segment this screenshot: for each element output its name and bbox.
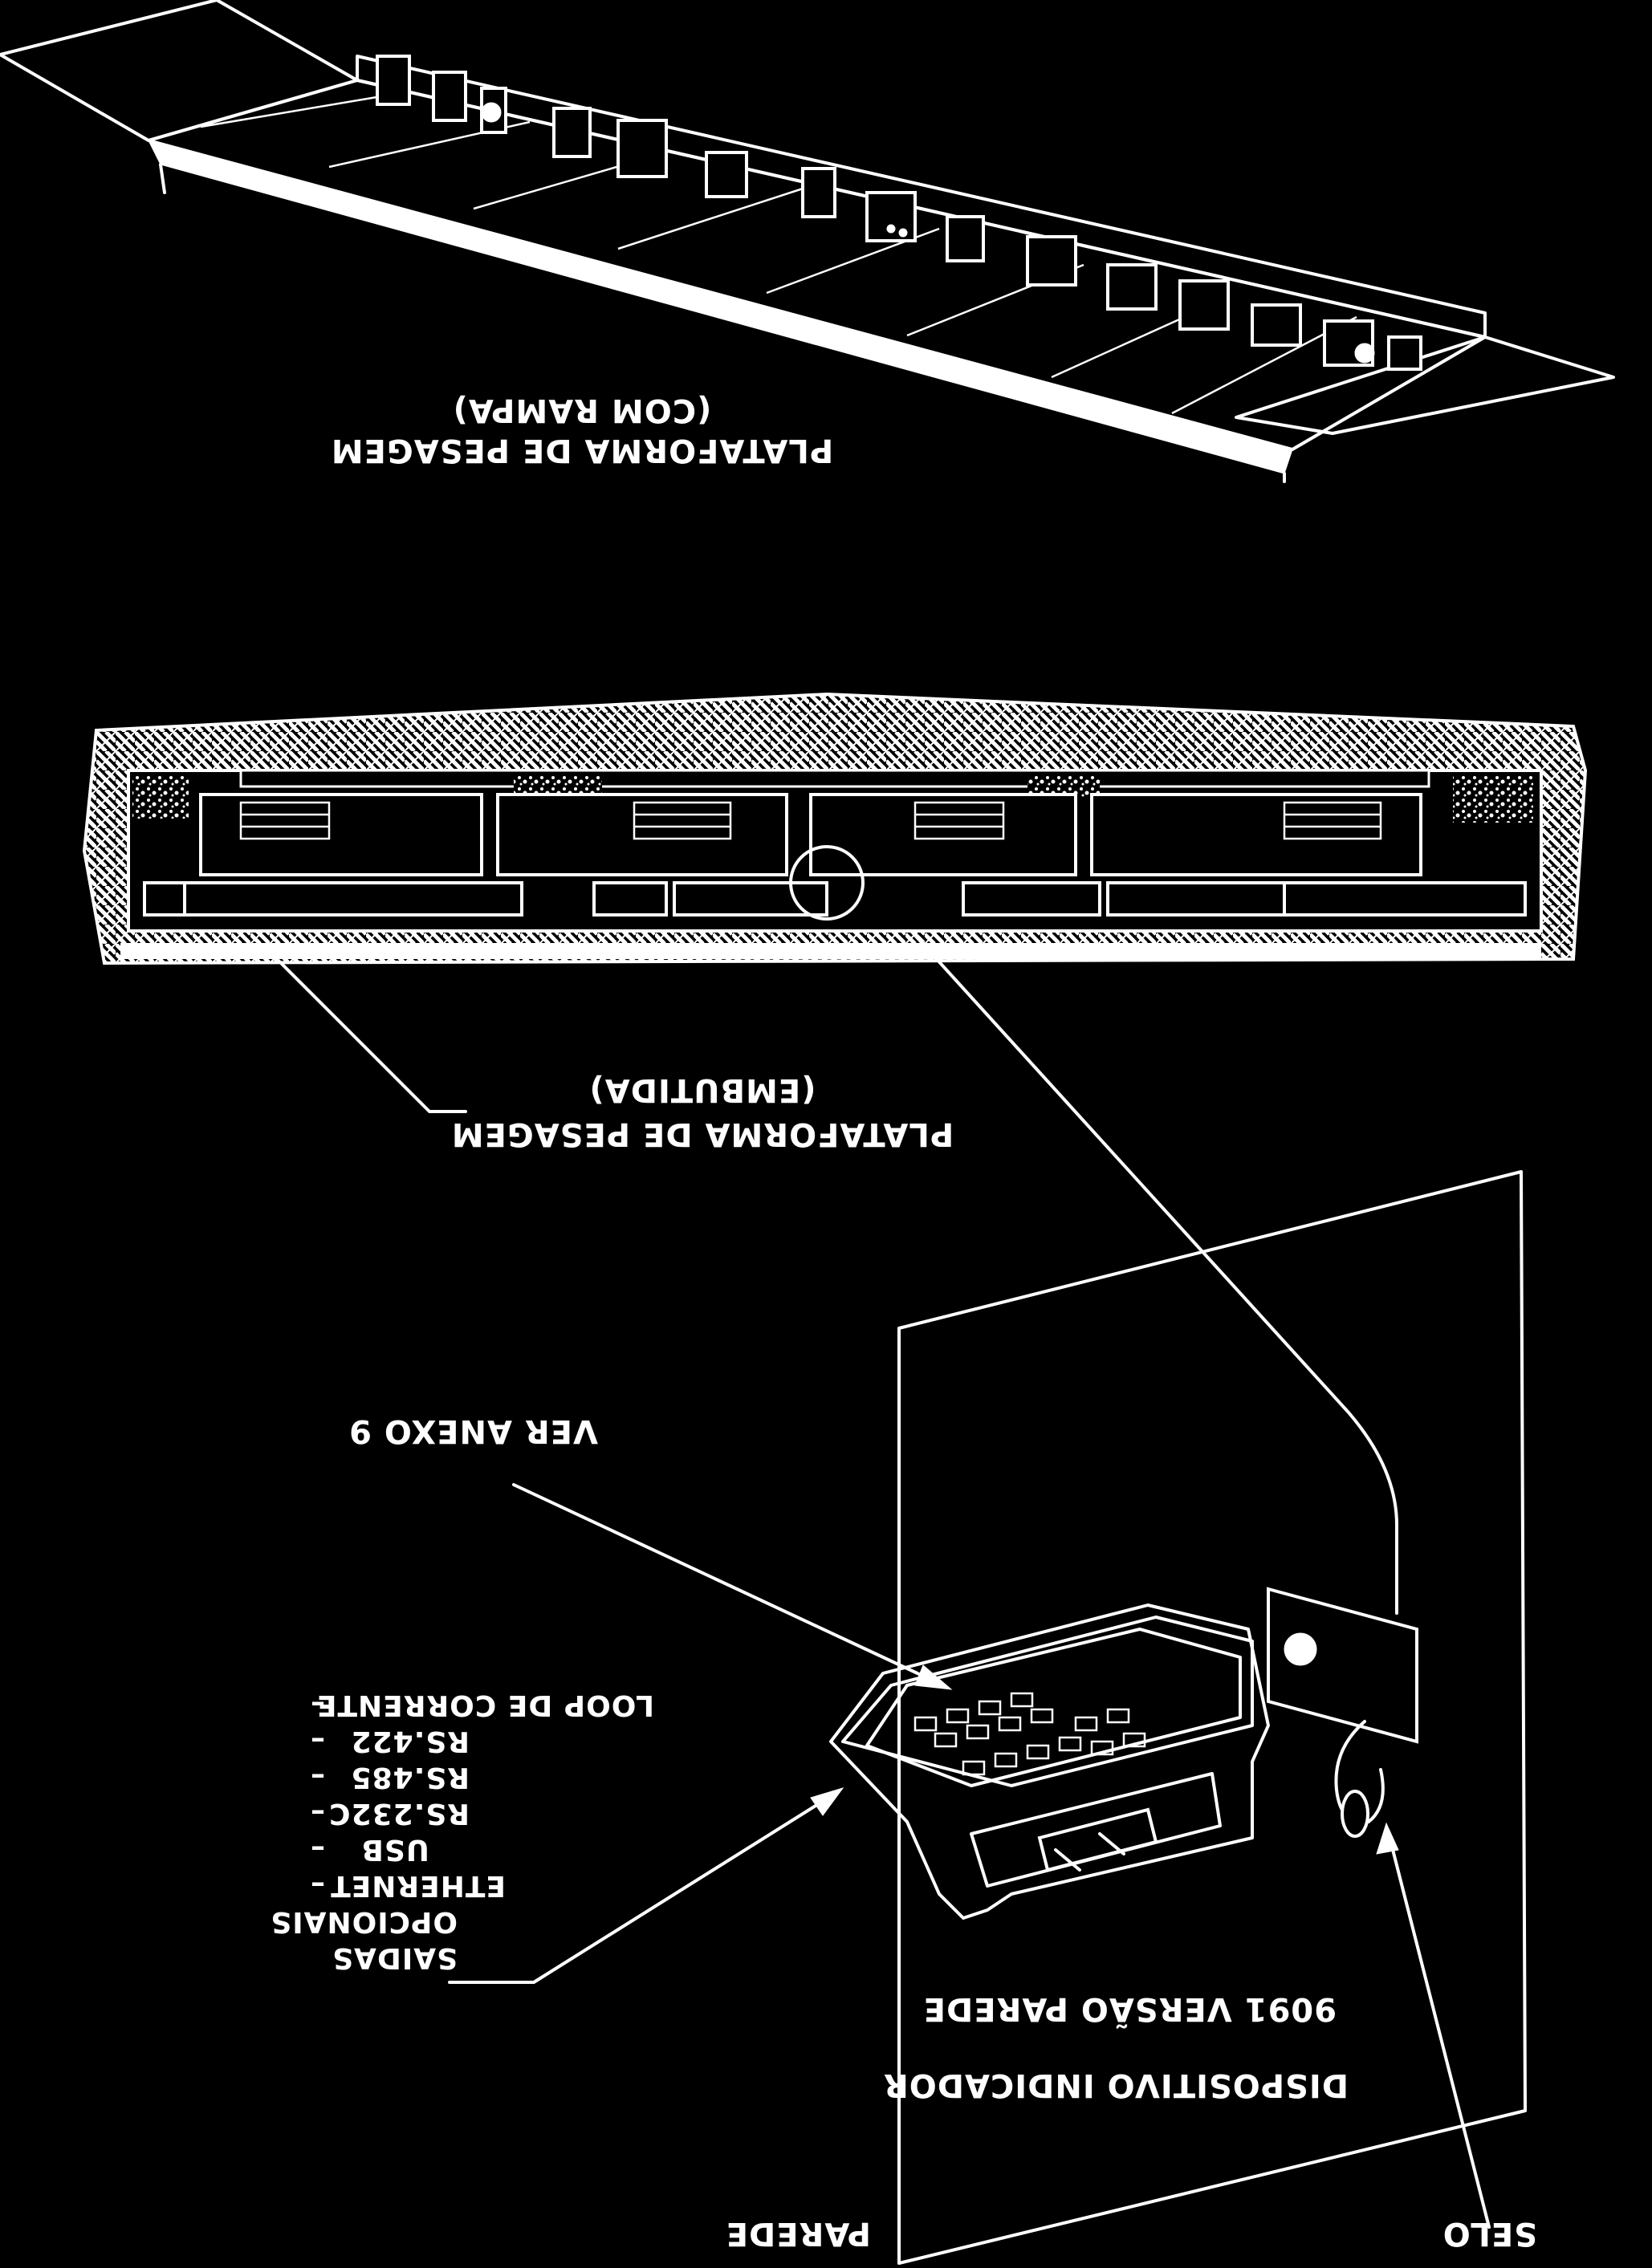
outputs-title-2: OPCIONAIS xyxy=(270,1905,458,1938)
output-item-3: RS.232C xyxy=(328,1797,470,1830)
optional-outputs-list: LOOP DE CORRENTE RS.422 RS.485 RS.232C U… xyxy=(270,1689,654,1974)
output-item-6: LOOP DE CORRENTE xyxy=(316,1689,654,1721)
device-label-line1: DISPOSITIVO INDICADOR xyxy=(883,2067,1349,2103)
output-item-1: ETHERNET xyxy=(330,1869,506,1902)
svg-text:–: – xyxy=(310,1833,325,1866)
svg-text:PAREDE: PAREDE xyxy=(726,2215,871,2252)
cable-line xyxy=(909,929,1398,1615)
indicator-device-label: 9091 VERSÃO PAREDE DISPOSITIVO INDICADOR xyxy=(883,1990,1349,2103)
ramp-label-line1: (COM RAMPA) xyxy=(453,392,712,429)
ramp-weighing-platform xyxy=(0,0,1615,483)
svg-text:–: – xyxy=(310,1797,325,1830)
svg-text:–: – xyxy=(310,1689,325,1721)
leader-lines xyxy=(448,1483,1491,2229)
outputs-title-1: SAIDAS xyxy=(332,1941,458,1974)
svg-text:–: – xyxy=(310,1725,325,1758)
output-item-4: RS.485 xyxy=(351,1761,470,1794)
svg-text:SELO: SELO xyxy=(1442,2215,1537,2252)
keypad-icon xyxy=(913,1692,1146,1776)
embedded-label-line1: (EMBUTIDA) xyxy=(589,1071,816,1108)
indicator-housing xyxy=(829,1603,1270,1920)
ramp-label-line2: PLATAFORMA DE PESAGEM xyxy=(331,432,833,469)
svg-text:–: – xyxy=(310,1761,325,1794)
svg-text:–: – xyxy=(310,1869,325,1902)
indicator-display xyxy=(970,1772,1222,1888)
wall-label: PAREDE xyxy=(726,2215,871,2252)
indicator-device xyxy=(829,1587,1418,1920)
embedded-platform-label: (EMBUTIDA) PLATAFORMA DE PESAGEM xyxy=(451,1071,954,1152)
output-item-2: USB xyxy=(360,1833,429,1866)
ramp-platform-label: (COM RAMPA) PLATAFORMA DE PESAGEM xyxy=(331,392,833,469)
embedded-weighing-platform xyxy=(82,692,1588,965)
svg-text:VER ANEXO 9: VER ANEXO 9 xyxy=(348,1412,598,1449)
see-annex-label: VER ANEXO 9 xyxy=(348,1412,598,1449)
embedded-label-line2: PLATAFORMA DE PESAGEM xyxy=(451,1116,954,1152)
embedded-label-leader xyxy=(263,945,467,1113)
output-item-5: RS.422 xyxy=(351,1725,470,1758)
seal-label: SELO xyxy=(1442,2215,1537,2252)
device-label-line2: 9091 VERSÃO PAREDE xyxy=(923,1990,1337,2030)
wall-panel xyxy=(897,1170,1527,2265)
